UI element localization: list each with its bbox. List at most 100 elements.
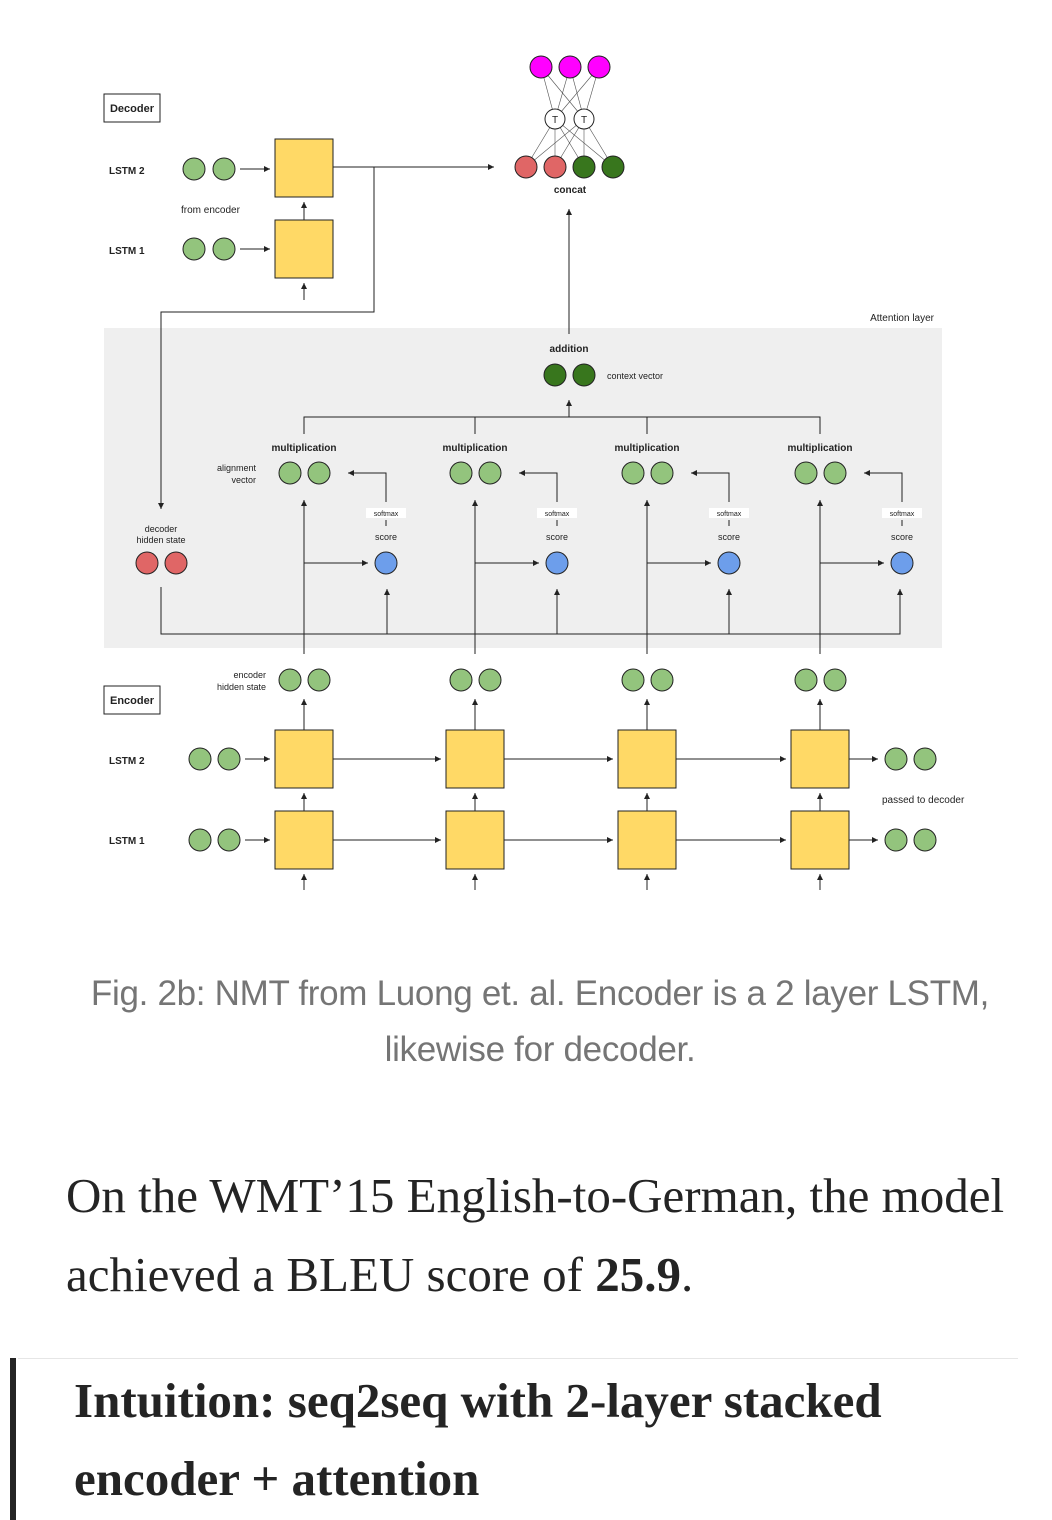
attention-layer-background (104, 328, 942, 648)
decoder-label: Decoder (110, 103, 155, 115)
tanh-label: T (581, 115, 587, 126)
encoder-lstm2-cell (790, 729, 850, 789)
encoder-label-box (103, 685, 161, 715)
softmax-label: softmax (545, 511, 570, 518)
softmax-label: softmax (374, 511, 399, 518)
encoder-hidden-node (278, 668, 302, 692)
softmax-arrow (348, 470, 387, 502)
encoder-lstm2-cell (274, 729, 334, 789)
encoder-hidden-node (823, 668, 847, 692)
encoder-lstm2-cell (445, 729, 505, 789)
concat-red-node (514, 155, 538, 179)
addition-label: addition (550, 344, 589, 355)
final-l1-state-node (884, 828, 908, 852)
decoder-lstm2-label: LSTM 2 (109, 166, 145, 177)
softmax-box (537, 508, 577, 518)
encoder-l1-init-node (188, 828, 212, 852)
output-layer (525, 66, 614, 168)
encoder-l2-init-node (188, 747, 212, 771)
decoder-l1-init-node (212, 237, 236, 261)
encoder-hidden-node (449, 668, 473, 692)
alignment-node (823, 461, 847, 485)
body-text-before: On the WMT’15 English-to-German, the mod… (66, 1168, 1005, 1302)
softmax-label: softmax (717, 511, 742, 518)
final-l2-state-node (884, 747, 908, 771)
alignment-node (449, 461, 473, 485)
concat-label: concat (554, 185, 587, 196)
encoder-lstm1-cell (274, 810, 334, 870)
softmax-label: softmax (890, 511, 915, 518)
figure-caption: Fig. 2b: NMT from Luong et. al. Encoder … (90, 974, 990, 1069)
encoder-lstm2-cell (617, 729, 677, 789)
alignment-node (621, 461, 645, 485)
body-paragraph: On the WMT’15 English-to-German, the mod… (66, 1156, 1016, 1314)
score-label: score (375, 532, 397, 542)
alignment-node (278, 461, 302, 485)
concat-red-node (543, 155, 567, 179)
decoder-l2-init-node (212, 157, 236, 181)
bleu-score: 25.9 (595, 1247, 681, 1302)
concat-green-node (601, 155, 625, 179)
softmax-box (366, 508, 406, 518)
context-vector-node (572, 363, 596, 387)
context-vector-node (543, 363, 567, 387)
encoder-l1-init-node (217, 828, 241, 852)
softmax-box (709, 508, 749, 518)
encoder-l2-init-node (217, 747, 241, 771)
alignment-node (307, 461, 331, 485)
decoder-hidden-node (135, 551, 159, 575)
final-l1-state-node (913, 828, 937, 852)
score-node (374, 551, 398, 575)
context-vector-label: context vector (607, 371, 663, 381)
output-node (529, 55, 553, 79)
decoder-hidden-node (164, 551, 188, 575)
score-label: score (891, 532, 913, 542)
softmax-arrow (519, 470, 558, 502)
score-node (545, 551, 569, 575)
multiplication-label: multiplication (443, 443, 508, 454)
decoder-label-box (103, 93, 161, 123)
output-node (587, 55, 611, 79)
encoder-lstm1-cell (445, 810, 505, 870)
tanh-node (544, 108, 566, 130)
final-l2-state-node (913, 747, 937, 771)
encoder-lstm1-cell (790, 810, 850, 870)
body-text-after: . (681, 1247, 694, 1302)
multiplication-label: multiplication (272, 443, 337, 454)
output-node (558, 55, 582, 79)
quote-bar (10, 1358, 16, 1520)
decoder-lstm2-cell (274, 138, 334, 198)
alignment-node (794, 461, 818, 485)
softmax-arrow (864, 470, 903, 502)
decoder-lstm1-cell (274, 219, 334, 279)
nmt-diagram: Attention layer Decoder Encoder LSTM 2 L… (64, 14, 1024, 934)
decoder-l2-init-node (182, 157, 206, 181)
encoder-lstm2-label: LSTM 2 (109, 756, 145, 767)
encoder-lstm1-label: LSTM 1 (109, 836, 145, 847)
encoder-hidden-node (650, 668, 674, 692)
softmax-box (882, 508, 922, 518)
multiplication-label: multiplication (788, 443, 853, 454)
encoder-hidden-node (478, 668, 502, 692)
decoder-lstm1-label: LSTM 1 (109, 246, 145, 257)
attention-layer-label: Attention layer (870, 313, 935, 324)
softmax-arrow (691, 470, 730, 502)
decoder-l1-init-node (182, 237, 206, 261)
encoder-hidden-label: hidden state (217, 682, 266, 692)
score-node (890, 551, 914, 575)
tanh-label: T (552, 115, 558, 126)
multiplication-label: multiplication (615, 443, 680, 454)
alignment-node (650, 461, 674, 485)
score-label: score (718, 532, 740, 542)
tanh-node (573, 108, 595, 130)
encoder-hidden-label: encoder (233, 670, 266, 680)
decoder-hidden-label: hidden state (136, 535, 185, 545)
alignment-vector-label: alignment (217, 463, 257, 473)
encoder-hidden-node (794, 668, 818, 692)
section-divider (18, 1358, 1018, 1359)
encoder-lstm1-cell (617, 810, 677, 870)
decoder-hidden-label: decoder (145, 524, 178, 534)
score-label: score (546, 532, 568, 542)
alignment-node (478, 461, 502, 485)
encoder-label: Encoder (110, 695, 155, 707)
